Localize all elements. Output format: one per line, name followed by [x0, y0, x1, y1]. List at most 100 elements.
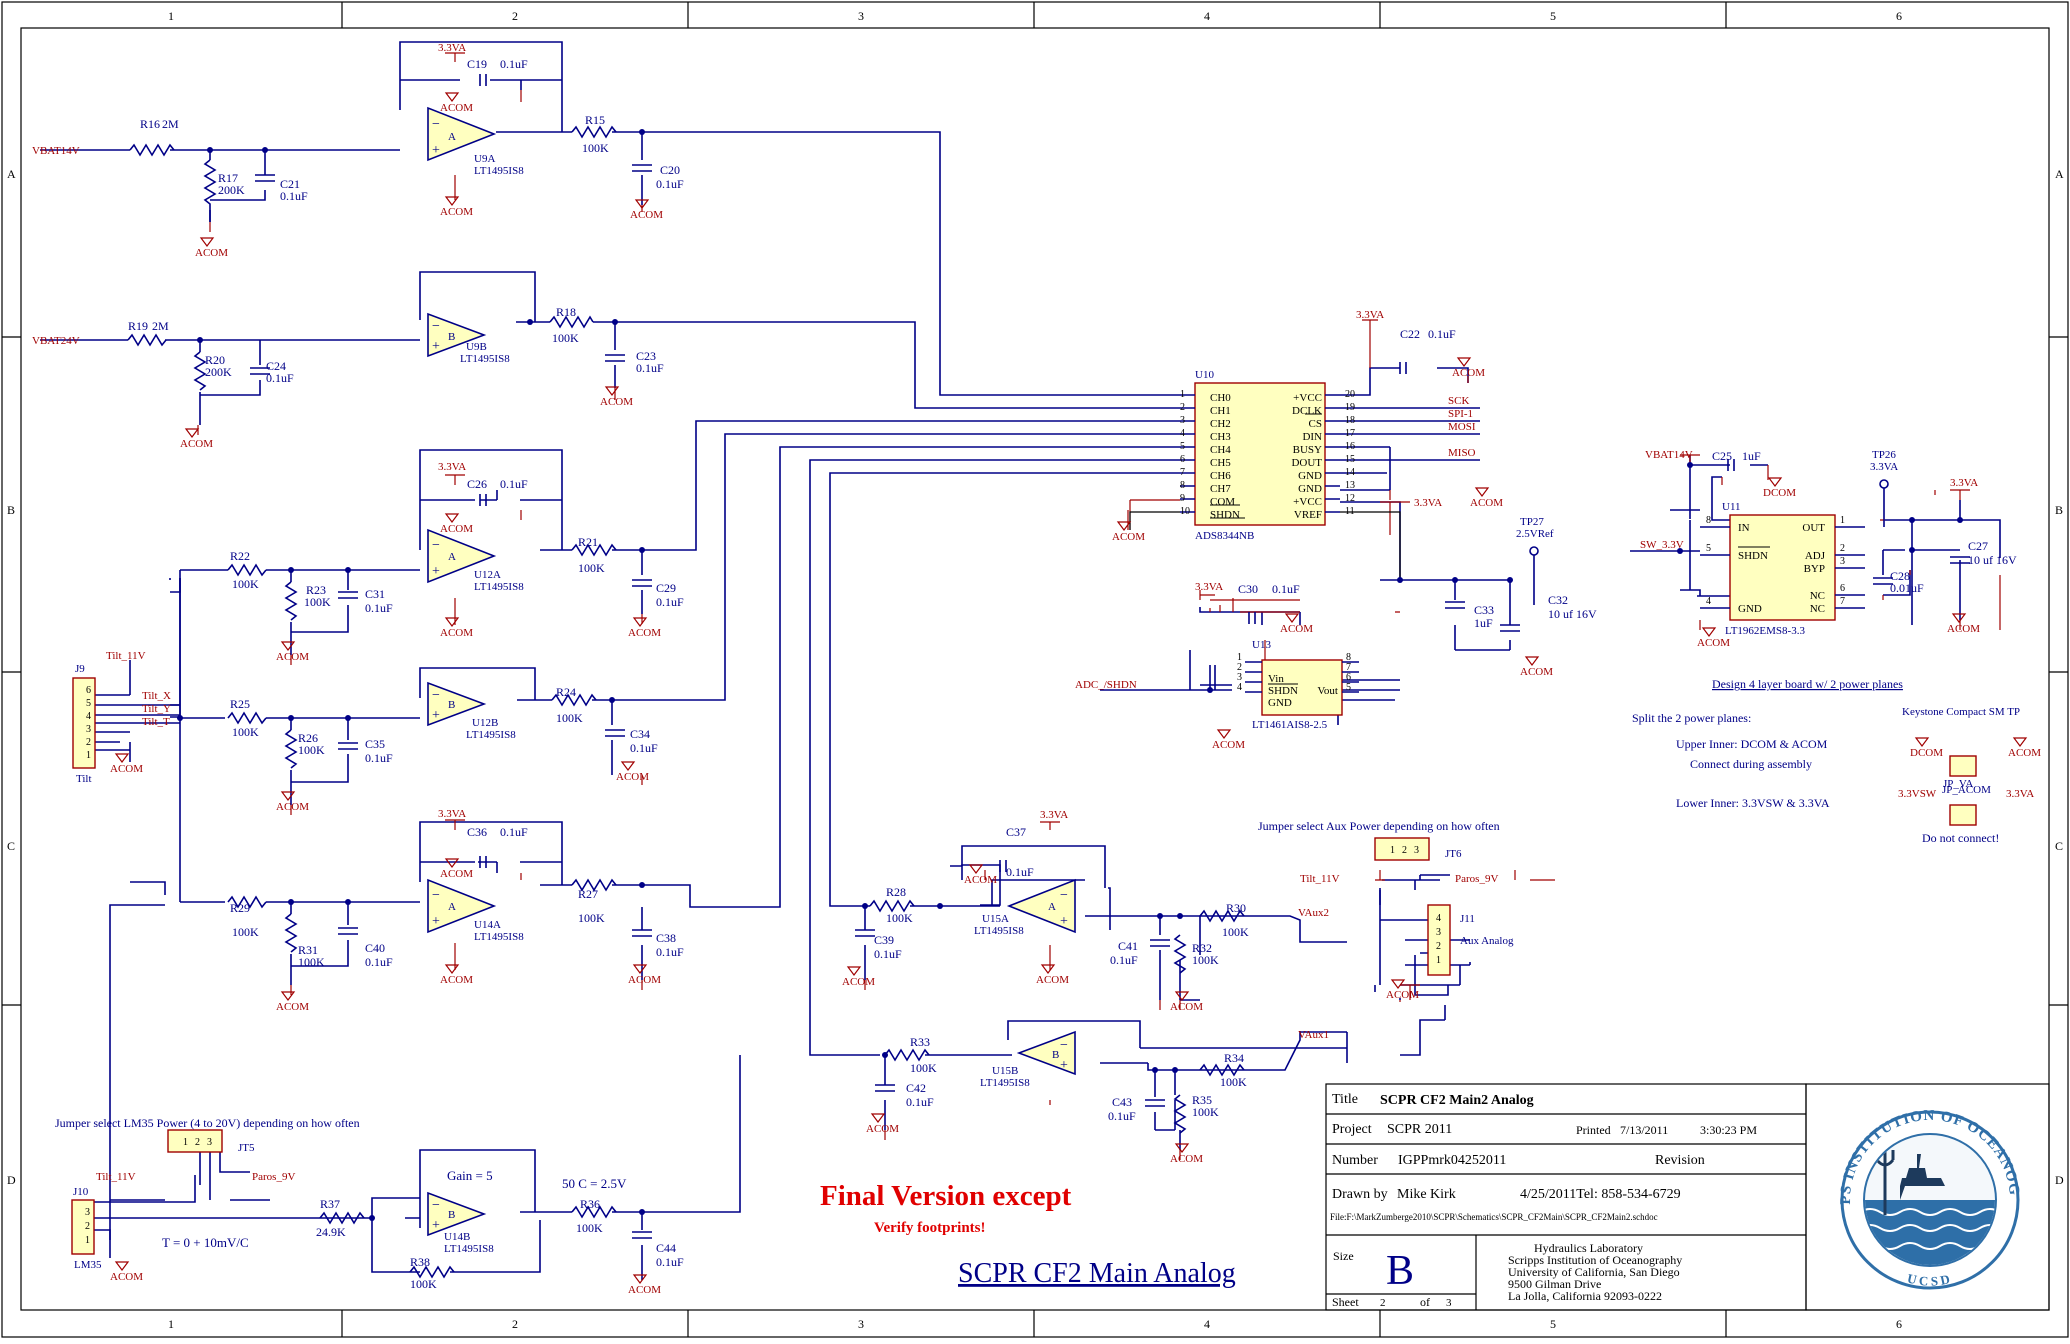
adc-pin-number: 16: [1345, 441, 1355, 452]
junction-dot: [639, 129, 645, 135]
R17-body: [203, 159, 217, 222]
R15-body: [571, 125, 617, 139]
J11-pin-number: 1: [1436, 955, 1441, 966]
tb-org2: Scripps Institution of Oceanography: [1508, 1253, 1682, 1267]
tb-org1: Hydraulics Laboratory: [1534, 1241, 1643, 1255]
net-3v3a-adc: 3.3VA: [1414, 497, 1442, 509]
tb-sheet-label: Sheet: [1332, 1295, 1359, 1309]
u11-ref: U11: [1722, 501, 1741, 513]
net-adc-shdn: ADC_/SHDN: [1075, 679, 1137, 691]
opamp-value: LT1495IS8: [466, 729, 516, 741]
R25-value: 100K: [232, 725, 259, 739]
adc-pin-ch3: CH3: [1210, 431, 1231, 443]
adc-pin-number: 13: [1345, 480, 1355, 491]
C41-ref: C41: [1118, 939, 1138, 953]
R21-value: 100K: [578, 561, 605, 575]
u11-pin-number: 3: [1840, 556, 1845, 567]
R19-value: 2M: [152, 319, 169, 333]
net-acom: ACOM: [1280, 623, 1313, 635]
TP26-ref: TP26: [1872, 449, 1896, 461]
row-label: B: [2055, 503, 2063, 517]
C28-value: 0.01uF: [1890, 581, 1924, 595]
C44-value: 0.1uF: [656, 1255, 684, 1269]
tb-file: File:F:\MarkZumberge2010\SCPR\Schematics…: [1330, 1212, 1658, 1222]
net-acom: ACOM: [440, 523, 473, 535]
u13-pin-vin: Vin: [1268, 673, 1284, 685]
u13-pin-shdn: SHDN: [1268, 685, 1298, 697]
R25-ref: R25: [230, 697, 250, 711]
TP26-circle: [1879, 479, 1889, 489]
net-acom: ACOM: [628, 1284, 661, 1296]
J11-pin-number: 3: [1436, 927, 1441, 938]
opamp-value: LT1495IS8: [474, 581, 524, 593]
R28-body: [869, 899, 915, 913]
C23-value: 0.1uF: [636, 361, 664, 375]
J11-body: [1427, 904, 1451, 976]
u13-pin-number: 8: [1346, 652, 1351, 663]
row-label: B: [7, 503, 15, 517]
adc-pin-number: 1: [1180, 389, 1185, 400]
adc-pin-number: 12: [1345, 493, 1355, 504]
tb-revision-label: Revision: [1655, 1153, 1705, 1168]
C24-value: 0.1uF: [266, 371, 294, 385]
TP27-net: 2.5VRef: [1516, 528, 1554, 540]
u11-pin-number: 8: [1706, 515, 1711, 526]
net-vaux2: VAux2: [1298, 907, 1329, 919]
net-supply-v33a: 3.3VA: [1950, 477, 1978, 489]
net-acom: ACOM: [180, 438, 213, 450]
R21-ref: R21: [578, 535, 598, 549]
R24-value: 100K: [556, 711, 583, 725]
adc-pin-gnd: GND: [1298, 483, 1322, 495]
junction-dot: [288, 899, 294, 905]
opamp-plus: +: [432, 564, 440, 579]
JT6-pin-number: 1: [1390, 845, 1395, 856]
C31-ref: C31: [365, 587, 385, 601]
R36-value: 100K: [576, 1221, 603, 1235]
col-label: 6: [1896, 9, 1902, 23]
U15A-symbol: [1006, 878, 1076, 934]
net-acom: ACOM: [440, 627, 473, 639]
R36-ref: R36: [580, 1197, 600, 1211]
C31-value: 0.1uF: [365, 601, 393, 615]
big-title: SCPR CF2 Main Analog: [958, 1258, 1236, 1289]
opamp-minus: −: [1060, 1038, 1068, 1053]
junction-dot: [177, 715, 183, 721]
R35-ref: R35: [1192, 1093, 1212, 1107]
R18-body: [549, 315, 594, 329]
col-label: 4: [1204, 9, 1210, 23]
TP27-circle: [1529, 546, 1539, 556]
net-tilt11-jt6: Tilt_11V: [1300, 873, 1340, 885]
opamp-minus: −: [432, 538, 440, 553]
junction-dot: [639, 547, 645, 553]
R27-body: [571, 878, 617, 892]
C30-value: 0.1uF: [1272, 582, 1300, 596]
R26-value: 100K: [298, 743, 325, 757]
u13-pin-number: 3: [1237, 672, 1242, 683]
JT5-pin-number: 1: [183, 1137, 188, 1148]
net-acom: ACOM: [628, 627, 661, 639]
net-miso: MISO: [1448, 447, 1476, 459]
opamp-value: LT1495IS8: [444, 1243, 494, 1255]
adc-pin-+vcc: +VCC: [1293, 496, 1322, 508]
note-jp-acom: JP_ACOM: [1942, 784, 1991, 796]
adc-pin-ch1: CH1: [1210, 405, 1231, 417]
C44-ref: C44: [656, 1241, 676, 1255]
note-gain: Gain = 5: [447, 1168, 493, 1183]
u13-pin-gnd: GND: [1268, 697, 1292, 709]
C27-value: 10 uf 16V: [1968, 553, 2017, 567]
JT6-body: [1374, 837, 1430, 861]
JP_VA-body: [1949, 804, 1977, 826]
net-vbat24: VBAT24V: [32, 335, 80, 347]
JT5-pin-number: 3: [207, 1137, 212, 1148]
R37-ref: R37: [320, 1197, 340, 1211]
opamp-unit: B: [448, 699, 455, 711]
opamp-unit: A: [1048, 901, 1056, 913]
net-supply-v33a: 3.3VA: [2006, 788, 2034, 800]
connectors: [71, 677, 1977, 1255]
C37-ref: C37: [1006, 825, 1026, 839]
note-final-version: Final Version except: [820, 1180, 1072, 1212]
junction-dot: [1207, 687, 1213, 693]
net-acom: ACOM: [276, 801, 309, 813]
net-sw33: SW_3.3V: [1640, 539, 1684, 551]
